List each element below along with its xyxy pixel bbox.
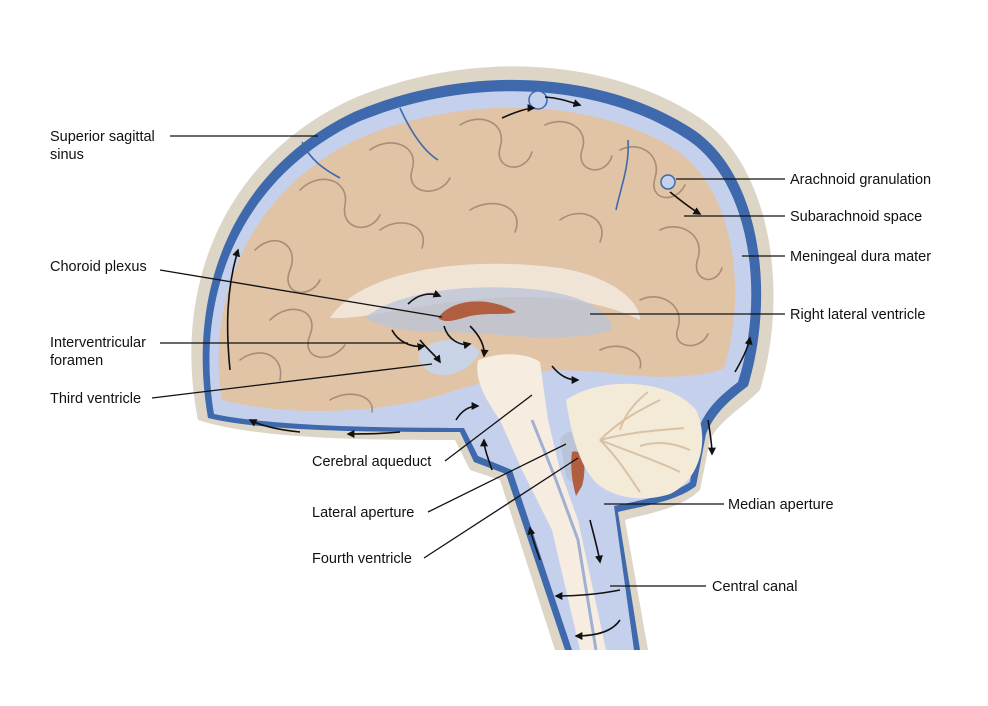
label-lateral-aperture: Lateral aperture: [312, 505, 414, 521]
flow-arrow-icon: [419, 339, 441, 364]
choroid-plexus: [438, 301, 516, 322]
flow-arrow-icon: [574, 619, 621, 640]
flow-arrow-icon: [248, 419, 301, 433]
flow-arrow-icon: [589, 519, 603, 564]
flow-arrow-icon: [734, 336, 753, 373]
leader-lines: [151, 135, 785, 587]
label-cerebral-aqueduct: Cerebral aqueduct: [312, 454, 431, 470]
label-subarachnoid-space: Subarachnoid space: [790, 209, 922, 225]
flow-arrow-icon: [407, 289, 442, 305]
gyri-texture: [239, 118, 723, 413]
label-superior-sagittal-sinus-line1: Superior sagittal: [50, 129, 155, 145]
label-interventricular-foramen-line1: Interventricular: [50, 335, 146, 351]
label-interventricular-foramen-line2: foramen: [50, 353, 103, 369]
label-choroid-plexus: Choroid plexus: [50, 259, 147, 275]
csf-flow-arrows: [226, 96, 753, 640]
label-median-aperture: Median aperture: [728, 497, 834, 513]
flow-arrow-icon: [527, 526, 541, 561]
label-meningeal-dura-mater: Meningeal dura mater: [790, 249, 931, 265]
arbor-vitae: [599, 391, 691, 493]
flow-arrow-icon: [455, 402, 480, 421]
flow-arrow-icon: [226, 248, 240, 371]
label-central-canal: Central canal: [712, 579, 797, 595]
flow-arrow-icon: [480, 438, 493, 471]
label-superior-sagittal-sinus-line2: sinus: [50, 147, 84, 163]
label-fourth-ventricle: Fourth ventricle: [312, 551, 412, 567]
flow-arrow-icon: [346, 429, 401, 438]
flow-arrow-icon: [554, 589, 621, 600]
brainstem-spinal-cord: [477, 354, 606, 650]
flow-arrow-icon: [544, 96, 582, 107]
flow-arrow-icon: [707, 419, 716, 456]
cortical-veins: [301, 107, 630, 211]
flow-arrow-icon: [469, 325, 489, 358]
label-third-ventricle: Third ventricle: [50, 391, 141, 407]
fourth-ventricle-choroid: [571, 451, 585, 496]
flow-arrow-icon: [669, 191, 702, 215]
cerebrum: [218, 107, 736, 412]
flow-arrow-icon: [551, 365, 580, 384]
flow-arrow-icon: [501, 104, 536, 119]
flow-arrow-icon: [443, 325, 472, 350]
cerebellum: [566, 383, 703, 499]
label-right-lateral-ventricle: Right lateral ventricle: [790, 307, 925, 323]
label-arachnoid-granulation: Arachnoid granulation: [790, 172, 931, 188]
